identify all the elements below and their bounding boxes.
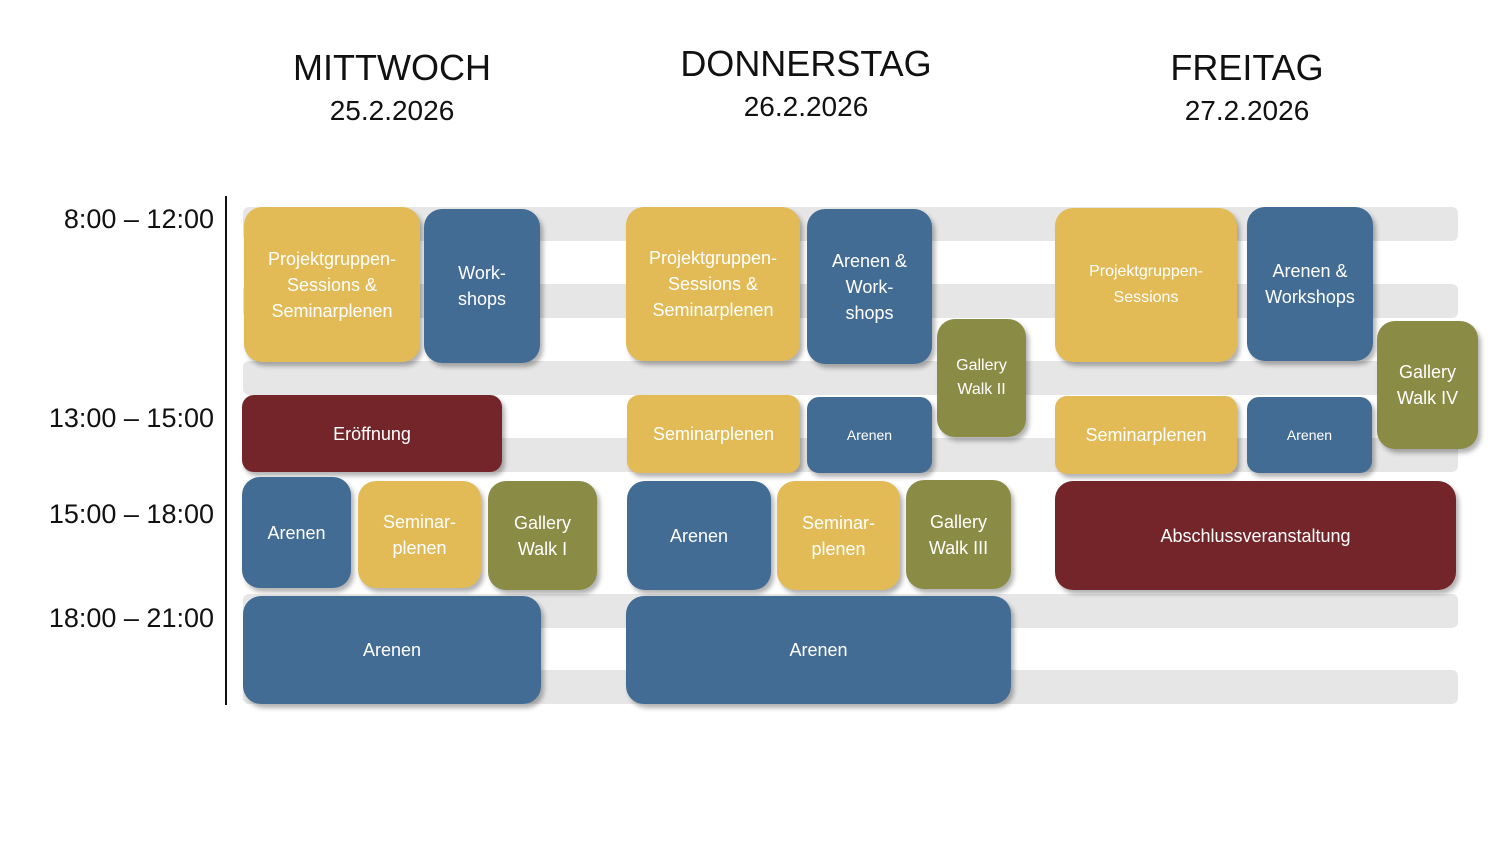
time-label: 13:00 – 15:00 bbox=[48, 403, 214, 433]
day-date: 26.2.2026 bbox=[743, 91, 869, 122]
session-block: Projektgruppen- Sessions & Seminarplenen bbox=[244, 207, 420, 362]
session-block: Seminar- plenen bbox=[358, 481, 481, 588]
session-block: Eröffnung bbox=[242, 395, 502, 472]
day-header-thursday: DONNERSTAG 26.2.2026 bbox=[626, 44, 986, 124]
session-block: Work- shops bbox=[424, 209, 540, 363]
session-block: Seminar- plenen bbox=[777, 481, 900, 590]
day-name: MITTWOCH bbox=[293, 47, 491, 88]
session-block: Arenen bbox=[627, 481, 771, 590]
session-block: Seminarplenen bbox=[627, 395, 800, 473]
day-name: DONNERSTAG bbox=[680, 43, 932, 84]
session-block: Arenen bbox=[242, 477, 351, 588]
session-block: Gallery Walk II bbox=[937, 319, 1026, 437]
session-block: Arenen & Work- shops bbox=[807, 209, 932, 364]
session-block: Projektgruppen- Sessions bbox=[1055, 208, 1237, 362]
time-label: 15:00 – 18:00 bbox=[48, 499, 214, 529]
day-name: FREITAG bbox=[1170, 47, 1324, 88]
session-block: Projektgruppen- Sessions & Seminarplenen bbox=[626, 207, 800, 361]
session-block: Gallery Walk III bbox=[906, 480, 1011, 589]
row-stripe bbox=[243, 361, 1458, 395]
time-axis-line bbox=[225, 196, 227, 705]
session-block: Gallery Walk I bbox=[488, 481, 597, 590]
session-block: Arenen bbox=[243, 596, 541, 704]
session-block: Gallery Walk IV bbox=[1377, 321, 1478, 449]
time-label: 18:00 – 21:00 bbox=[48, 603, 214, 633]
session-block: Seminarplenen bbox=[1055, 396, 1237, 474]
day-date: 27.2.2026 bbox=[1184, 95, 1310, 126]
day-date: 25.2.2026 bbox=[329, 95, 455, 126]
session-block: Arenen bbox=[1247, 397, 1372, 473]
session-block: Arenen & Workshops bbox=[1247, 207, 1373, 361]
day-header-wednesday: MITTWOCH 25.2.2026 bbox=[212, 48, 572, 128]
session-block: Arenen bbox=[626, 596, 1011, 704]
day-header-friday: FREITAG 27.2.2026 bbox=[1067, 48, 1427, 128]
session-block: Abschlussveranstaltung bbox=[1055, 481, 1456, 590]
session-block: Arenen bbox=[807, 397, 932, 473]
time-label: 8:00 – 12:00 bbox=[63, 204, 214, 234]
